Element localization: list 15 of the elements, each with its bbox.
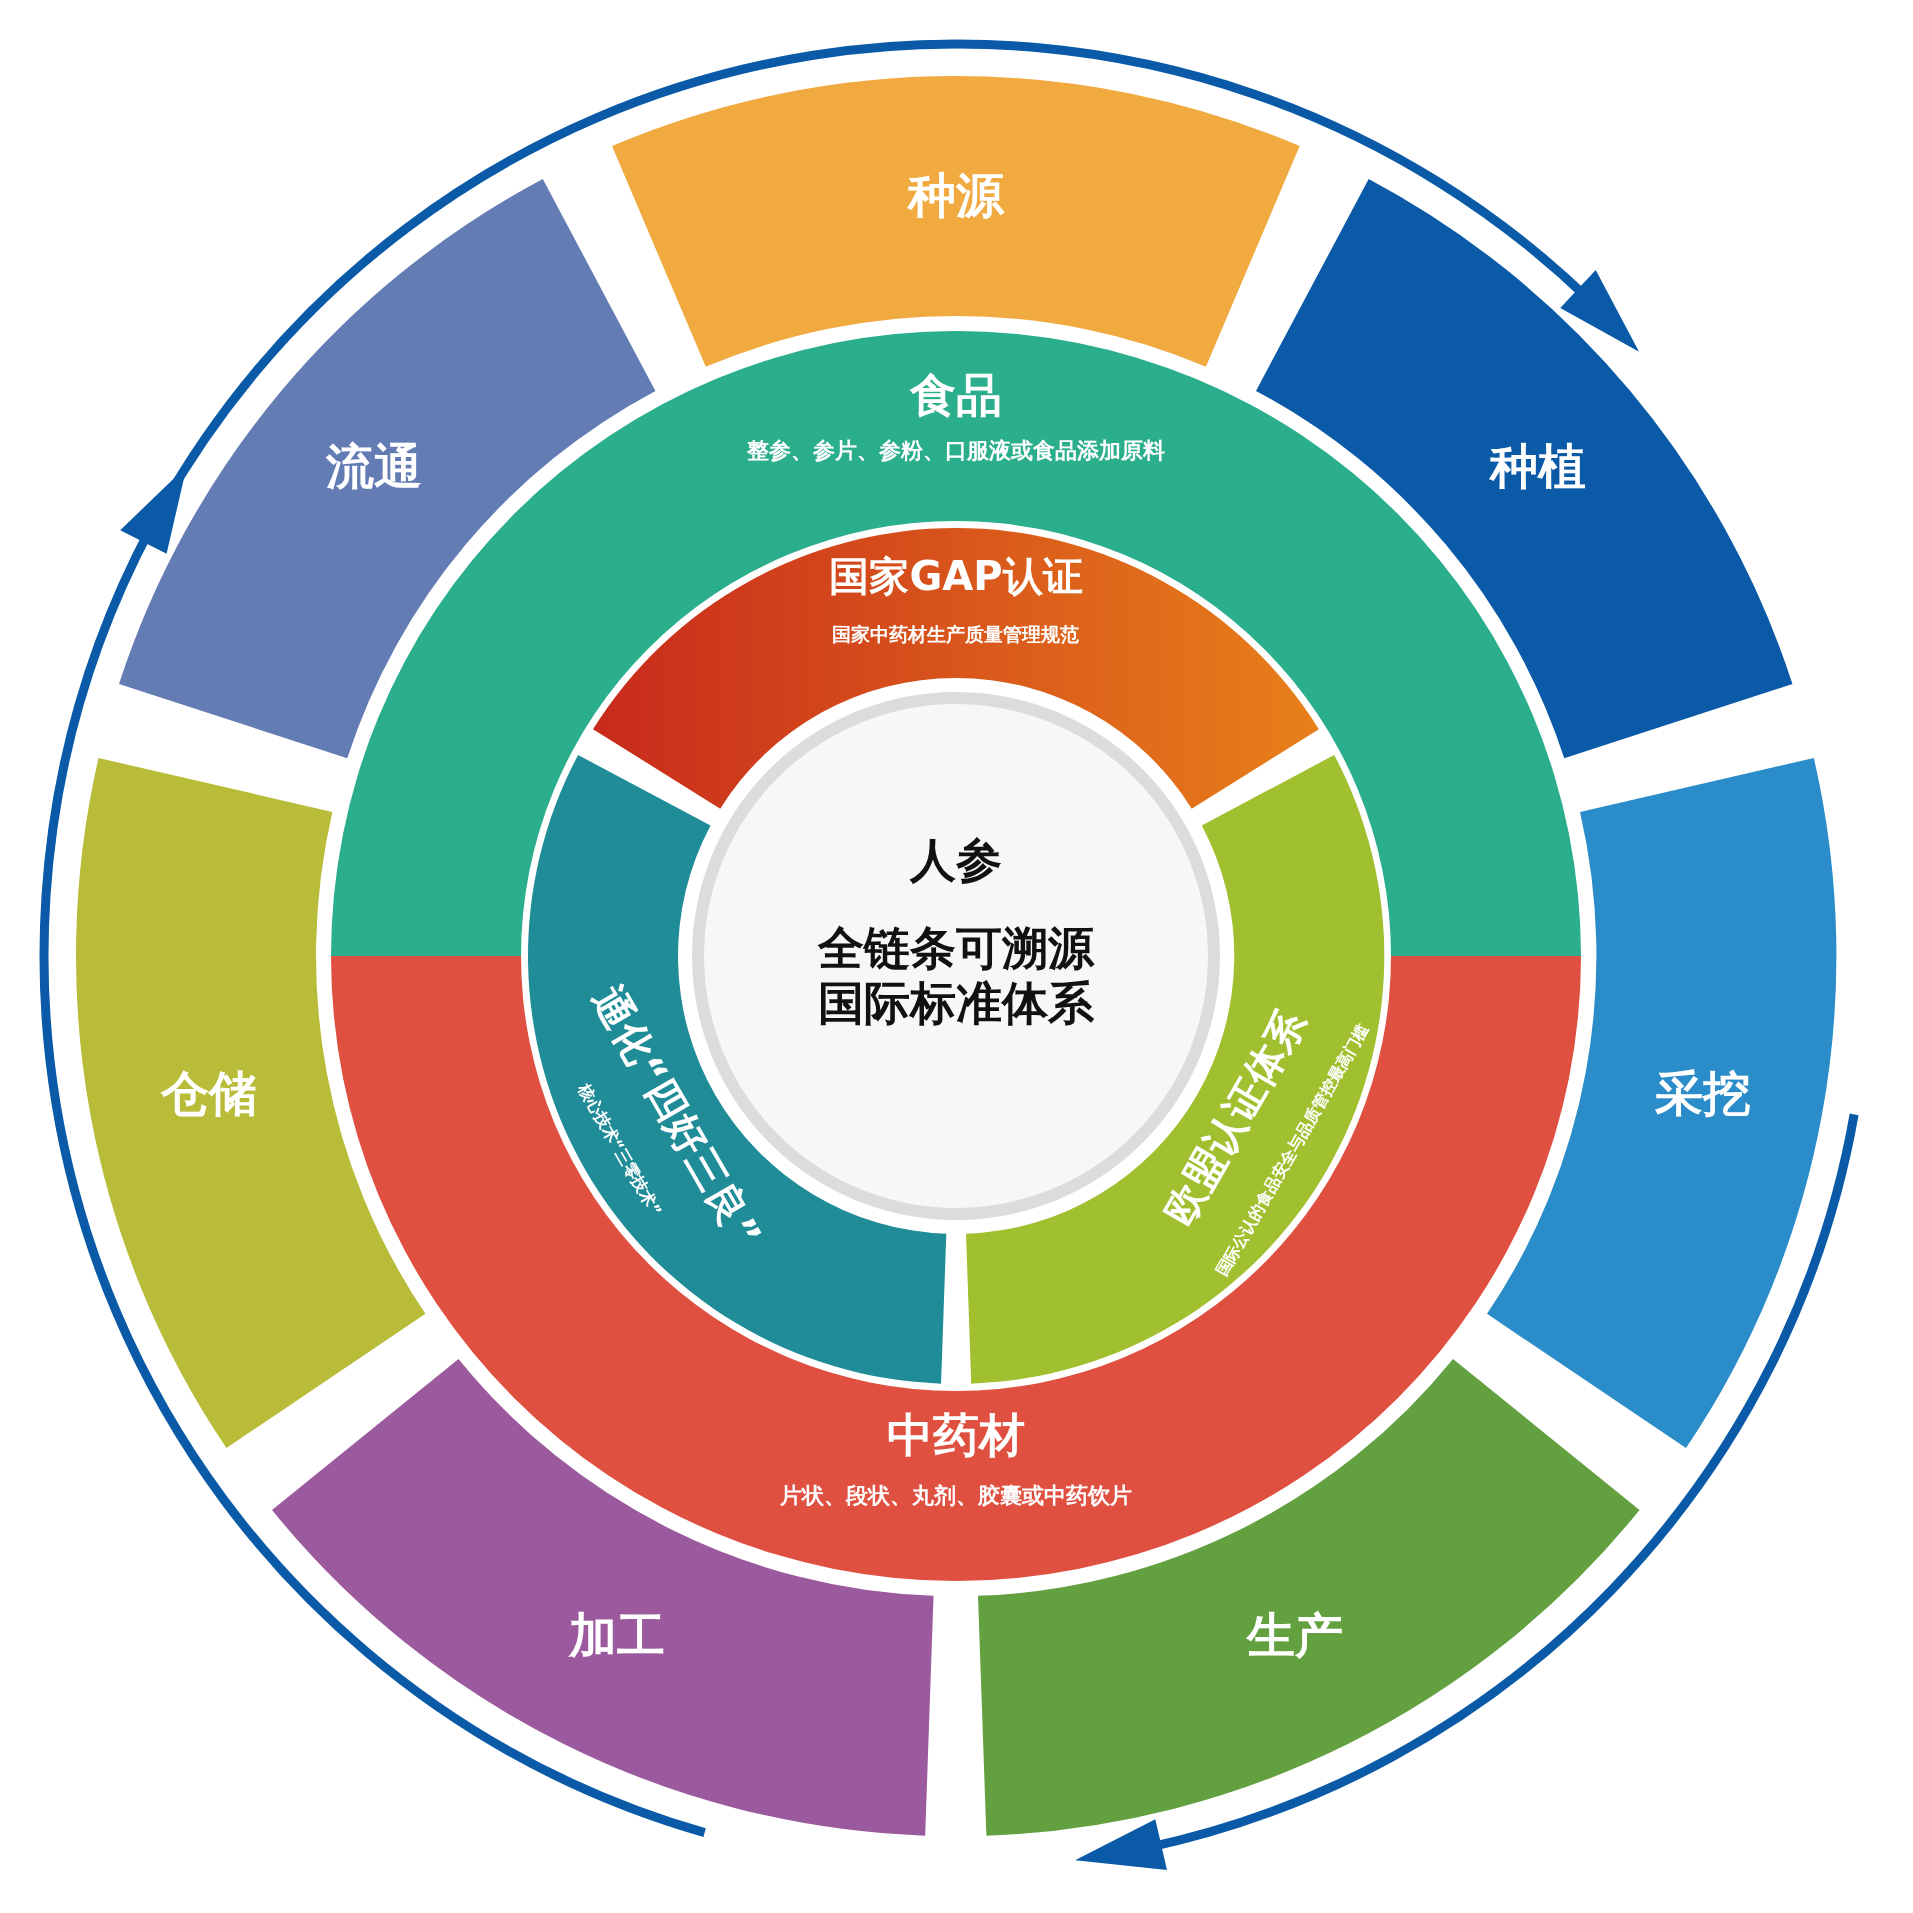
- segment-caption: 国家中药材生产质量管理规范: [832, 622, 1080, 646]
- center-title: 全链条可溯源国际标准体系: [816, 920, 1096, 1032]
- segment-heading: 中药材: [887, 1408, 1025, 1464]
- segment-label: 种源: [908, 167, 1004, 225]
- segment-label: 加工: [568, 1607, 665, 1665]
- segment-label: 采挖: [1655, 1065, 1752, 1124]
- segment-heading: 国家GAP认证: [829, 552, 1083, 600]
- segment-caption: 整参、参片、参粉、口服液或食品添加原料: [747, 437, 1165, 465]
- segment-label: 生产: [1247, 1607, 1344, 1665]
- segment-label: 种植: [1490, 438, 1587, 497]
- segment-label: 仓储: [160, 1065, 257, 1124]
- segment-label: 流通: [325, 438, 422, 497]
- segment-caption: 片状、段状、丸剂、胶囊或中药饮片: [780, 1482, 1132, 1510]
- segment-heading: 食品: [910, 368, 1002, 424]
- center-heading: 人参: [910, 833, 1002, 889]
